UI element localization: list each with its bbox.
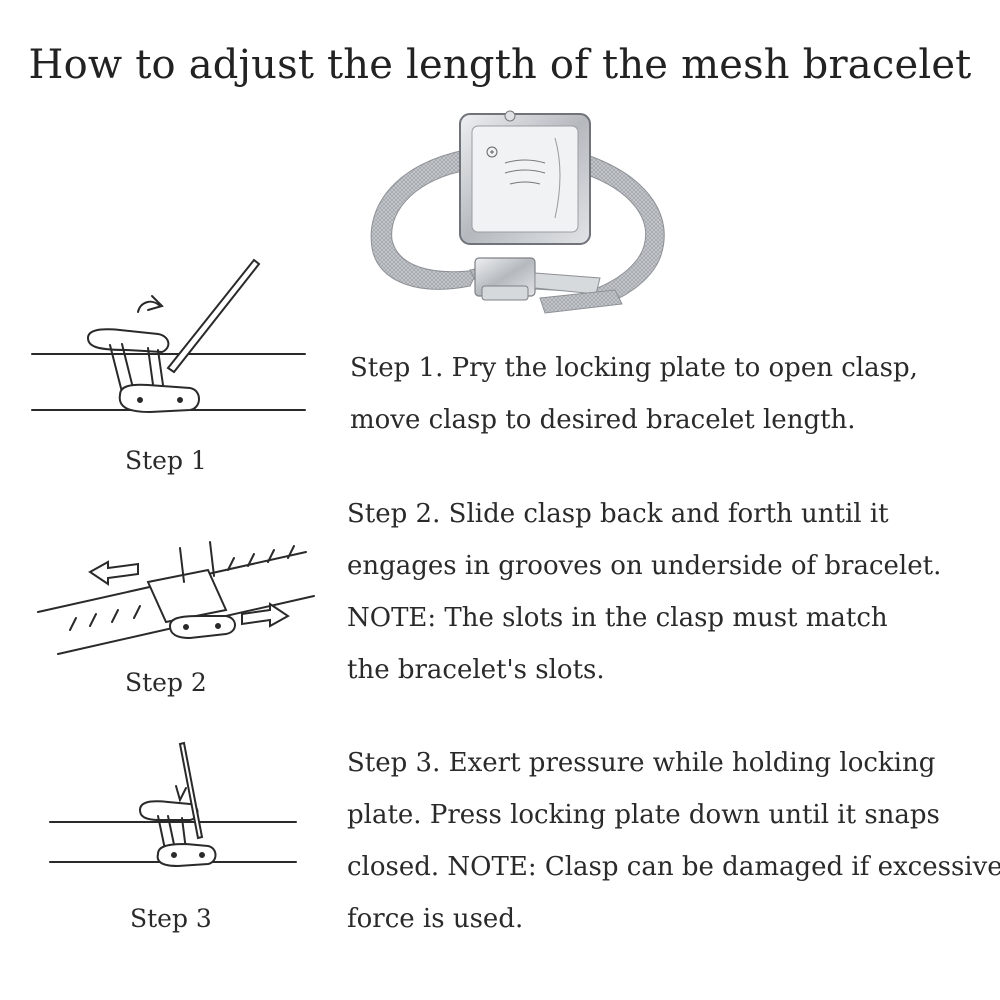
step-1-text: Step 1. Pry the locking plate to open cl… xyxy=(350,342,918,446)
step-3-text: Step 3. Exert pressure while holding loc… xyxy=(347,737,1000,945)
step-3-line: closed. NOTE: Clasp can be damaged if ex… xyxy=(347,852,1000,882)
step-2-line: engages in grooves on underside of brace… xyxy=(347,551,942,581)
step-1-diagram xyxy=(31,258,306,414)
step-3-line: Step 3. Exert pressure while holding loc… xyxy=(347,748,936,778)
page-title: How to adjust the length of the mesh bra… xyxy=(28,42,972,88)
step-1-line: move clasp to desired bracelet length. xyxy=(350,405,856,435)
step-2-line: the bracelet's slots. xyxy=(347,655,605,685)
step-3-line: force is used. xyxy=(347,904,524,934)
step-2-text: Step 2. Slide clasp back and forth until… xyxy=(347,488,941,696)
watch-image xyxy=(370,110,665,314)
step-3-label: Step 3 xyxy=(130,904,212,933)
step-2-label: Step 2 xyxy=(125,668,207,697)
step-3-diagram xyxy=(49,741,297,868)
step-2-diagram xyxy=(37,541,315,655)
step-1-label: Step 1 xyxy=(125,446,207,475)
step-1-line: Step 1. Pry the locking plate to open cl… xyxy=(350,353,918,383)
step-2-line: Step 2. Slide clasp back and forth until… xyxy=(347,499,889,529)
step-2-line: NOTE: The slots in the clasp must match xyxy=(347,603,888,633)
step-3-line: plate. Press locking plate down until it… xyxy=(347,800,940,830)
